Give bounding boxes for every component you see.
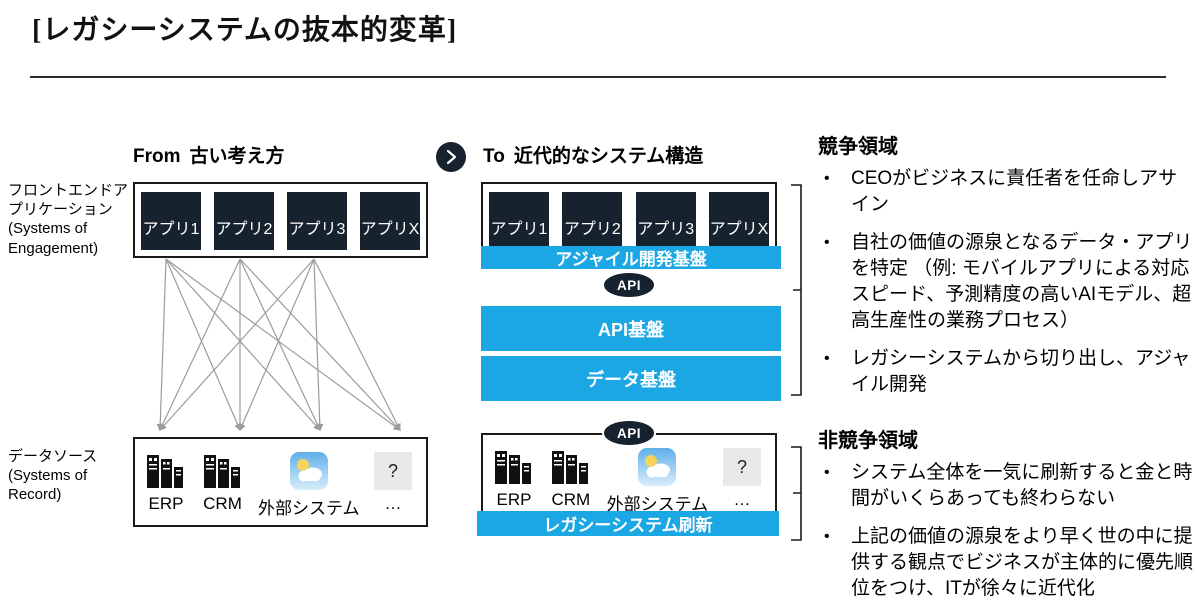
to-source-erp: ERP	[493, 448, 535, 519]
bullet-icon: •	[824, 170, 830, 187]
server-icon	[551, 451, 588, 484]
from-app-3: アプリ3	[287, 192, 347, 250]
api-badge-top: API	[604, 273, 654, 297]
source-label: ERP	[496, 490, 532, 509]
from-to-arrow	[436, 142, 466, 172]
to-app-3: アプリ3	[635, 192, 696, 250]
from-app-2: アプリ2	[214, 192, 274, 250]
legacy-renewal-bar: レガシーシステム刷新	[477, 511, 779, 536]
api-platform-bar: API基盤	[481, 306, 781, 351]
list-item: • 自社の価値の源泉となるデータ・アプリを特定 （例: モバイルアプリによる対応…	[818, 230, 1196, 334]
from-source-external: 外部システム	[258, 452, 360, 525]
to-source-external: 外部システム	[606, 448, 709, 519]
from-apps-box: アプリ1 アプリ2 アプリ3 アプリX	[133, 182, 428, 258]
weather-app-icon	[638, 448, 677, 486]
source-label: CRM	[551, 490, 591, 509]
to-source-crm: CRM	[550, 448, 592, 519]
competitive-section: 競争領域 • CEOがビジネスに責任者を任命しアサイン • 自社の価値の源泉とな…	[818, 134, 1196, 398]
competitive-bracket	[791, 184, 802, 396]
data-platform-bar: データ基盤	[481, 356, 781, 401]
server-icon	[147, 455, 183, 488]
datasource-row-label: データソース (Systems of Record)	[8, 448, 98, 504]
to-datasources-box: ERP CRM 外部システム ? …	[481, 433, 777, 521]
bullet-icon: •	[824, 464, 830, 481]
to-app-2: アプリ2	[562, 192, 623, 250]
api-badge-bottom: API	[604, 421, 654, 445]
from-source-erp: ERP	[145, 452, 187, 525]
server-icon	[203, 455, 240, 488]
agile-platform-bar: アジャイル開発基盤	[481, 246, 781, 269]
from-app-1: アプリ1	[141, 192, 201, 250]
list-item: • システム全体を一気に刷新すると金と時間がいくらあっても終わらない	[818, 460, 1196, 512]
from-datasources-box: ERP CRM 外部システム ? …	[133, 437, 428, 527]
from-source-crm: CRM	[202, 452, 244, 525]
competitive-heading: 競争領域	[818, 136, 898, 158]
to-header: To 近代的なシステム構造	[483, 141, 703, 168]
list-item: • 上記の価値の源泉をより早く世の中に提供する観点でビジネスが主体的に優先順位を…	[818, 524, 1196, 602]
frontend-row-label: フロントエンドアプリケーション(Systems of Engagement)	[8, 182, 129, 257]
server-icon	[495, 451, 531, 484]
from-label: From	[133, 146, 181, 167]
source-label: 外部システム	[258, 499, 360, 518]
to-apps-box: アプリ1 アプリ2 アプリ3 アプリX	[481, 182, 777, 258]
page-title: [レガシーシステムの抜本的変革]	[32, 15, 458, 46]
question-mark-icon: ?	[722, 448, 761, 486]
to-source-other: ? …	[722, 448, 761, 519]
non-competitive-bracket	[791, 446, 802, 541]
to-title: 近代的なシステム構造	[513, 146, 704, 167]
from-header: From 古い考え方	[133, 141, 285, 168]
question-mark-icon: ?	[374, 452, 412, 490]
source-label: …	[733, 490, 751, 509]
weather-app-icon	[289, 452, 328, 490]
from-app-x: アプリX	[360, 192, 420, 250]
to-label: To	[483, 146, 505, 167]
source-label: …	[384, 494, 402, 513]
point-to-point-connectors	[156, 258, 401, 432]
source-label: ERP	[148, 494, 184, 513]
from-source-other: ? …	[374, 452, 412, 525]
non-competitive-section: 非競争領域 • システム全体を一気に刷新すると金と時間がいくらあっても終わらない…	[818, 428, 1196, 602]
to-app-1: アプリ1	[489, 192, 549, 250]
title-divider	[30, 76, 1166, 78]
source-label: CRM	[203, 494, 242, 513]
bullet-icon: •	[824, 234, 830, 251]
bullet-icon: •	[824, 350, 830, 367]
list-item: • CEOがビジネスに責任者を任命しアサイン	[818, 166, 1196, 218]
from-title: 古い考え方	[189, 146, 285, 167]
non-competitive-heading: 非競争領域	[818, 430, 918, 452]
list-item: • レガシーシステムから切り出し、アジャイル開発	[818, 346, 1196, 398]
to-app-x: アプリX	[708, 192, 769, 250]
source-label: 外部システム	[606, 495, 709, 514]
chevron-right-icon	[446, 149, 457, 165]
bullet-icon: •	[824, 528, 830, 545]
